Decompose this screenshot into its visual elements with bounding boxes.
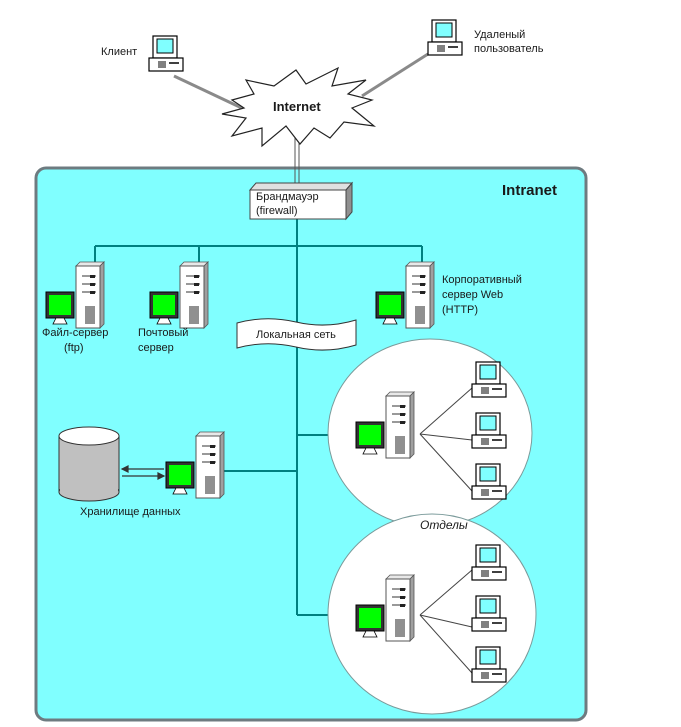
remote-user-label-line2: пользователь [474,43,544,55]
storage-database-icon [58,426,120,502]
file-server-label-line1: Файл-сервер [42,327,109,339]
file-server-label-line2: (ftp) [64,342,84,354]
client-link [173,74,247,112]
storage-arrows [120,465,166,480]
firewall-box [248,181,354,221]
storage-label: Хранилище данных [80,506,181,518]
mail-server-label-line1: Почтовый [138,327,189,339]
web-server-label-line2: сервер Web [442,289,504,301]
lan-bus [94,218,423,616]
internet-label: Internet [273,99,321,114]
firewall-label-line1: Брандмауэр [256,191,319,203]
mail-server-label-line2: сервер [138,342,174,354]
client-computer-icon [148,35,184,72]
local-network-label: Локальная сеть [256,329,336,341]
internet-cloud [221,66,377,148]
department-2-links [419,569,473,674]
remote-user-computer-icon [427,19,463,56]
web-server-label-line3: (HTTP) [442,304,479,316]
department-1-links [419,387,473,492]
web-server-label-line1: Корпоративный [442,274,522,286]
remote-user-link [361,52,429,98]
local-network-banner [236,318,357,351]
intranet-label: Intranet [502,182,558,199]
departments-label: Отделы [420,518,468,532]
remote-user-label-line1: Удаленый [474,29,526,41]
firewall-label-line2: (firewall) [256,205,298,217]
client-label: Клиент [101,46,138,58]
